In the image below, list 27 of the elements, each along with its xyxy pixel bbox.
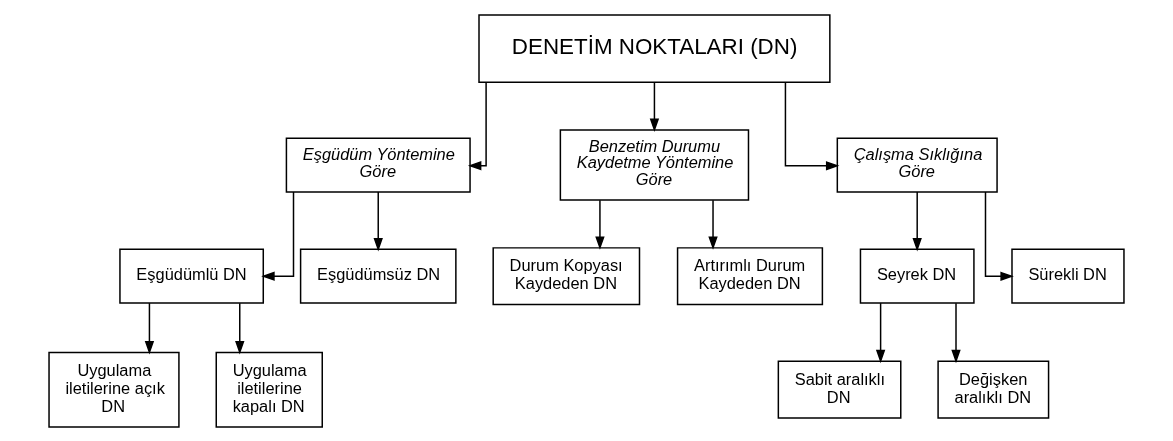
- node-box: Durum Kopyası Kaydeden DN: [492, 246, 641, 305]
- node-box: Seyrek DN: [859, 248, 975, 304]
- arrow: [261, 190, 295, 281]
- node-box: Uygulama iletilerine kapalı DN: [215, 351, 323, 428]
- node-box: Uygulama iletilerine açık DN: [48, 351, 180, 428]
- node-box: Sürekli DN: [1011, 248, 1125, 304]
- arrow: [235, 301, 245, 355]
- node-box: Eşgüdümlü DN: [119, 248, 264, 304]
- node-box: DENETİM NOKTALARI (DN): [478, 13, 831, 83]
- arrow: [144, 301, 155, 355]
- node-box: Çalışma Sıklığına Göre: [836, 136, 998, 193]
- node-box: Sabit aralıklı DN: [777, 360, 902, 419]
- node-box: Artırımlı Durum Kaydeden DN: [676, 246, 824, 305]
- arrow: [984, 190, 1014, 281]
- node-box: Eşgüdüm Yöntemine Göre: [285, 136, 471, 193]
- arrow: [467, 81, 487, 170]
- arrow: [708, 198, 718, 250]
- arrow: [373, 190, 383, 251]
- arrow: [595, 198, 605, 250]
- arrow: [784, 81, 840, 170]
- arrow: [649, 81, 660, 132]
- node-box: Benzetim Durumu Kaydetme Yöntemine Göre: [559, 128, 750, 201]
- arrow: [951, 301, 961, 363]
- arrow: [912, 190, 922, 251]
- node-box: Eşgüdümsüz DN: [299, 248, 457, 304]
- node-box: Değişken aralıklı DN: [937, 360, 1050, 419]
- arrow: [875, 301, 886, 363]
